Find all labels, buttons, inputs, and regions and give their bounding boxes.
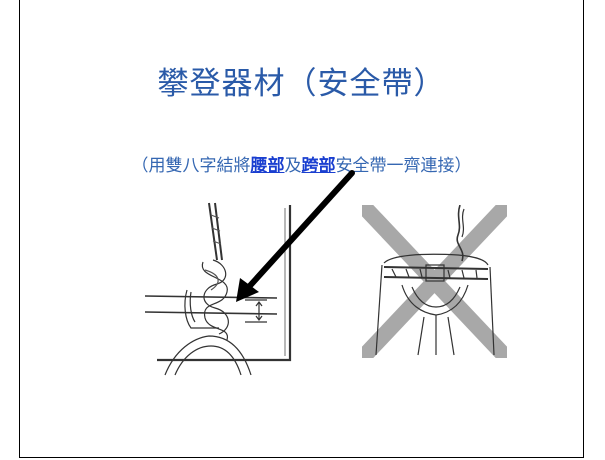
incorrect-harness-illustration [362,205,507,358]
subtitle-suffix: 安全帶一齊連接） [335,156,472,176]
subtitle-middle: 及 [284,156,302,176]
slide-title: 攀登器材（安全帶） [157,66,446,102]
subtitle-prefix: （用雙八字結將 [131,156,251,176]
subtitle-highlight-waist: 腰部 [250,156,285,176]
subtitle-highlight-leg: 跨部 [301,156,336,176]
figure-eight-knot-illustration [144,202,292,376]
slide-subtitle: （用雙八字結將腰部及跨部安全帶一齊連接） [20,151,583,176]
